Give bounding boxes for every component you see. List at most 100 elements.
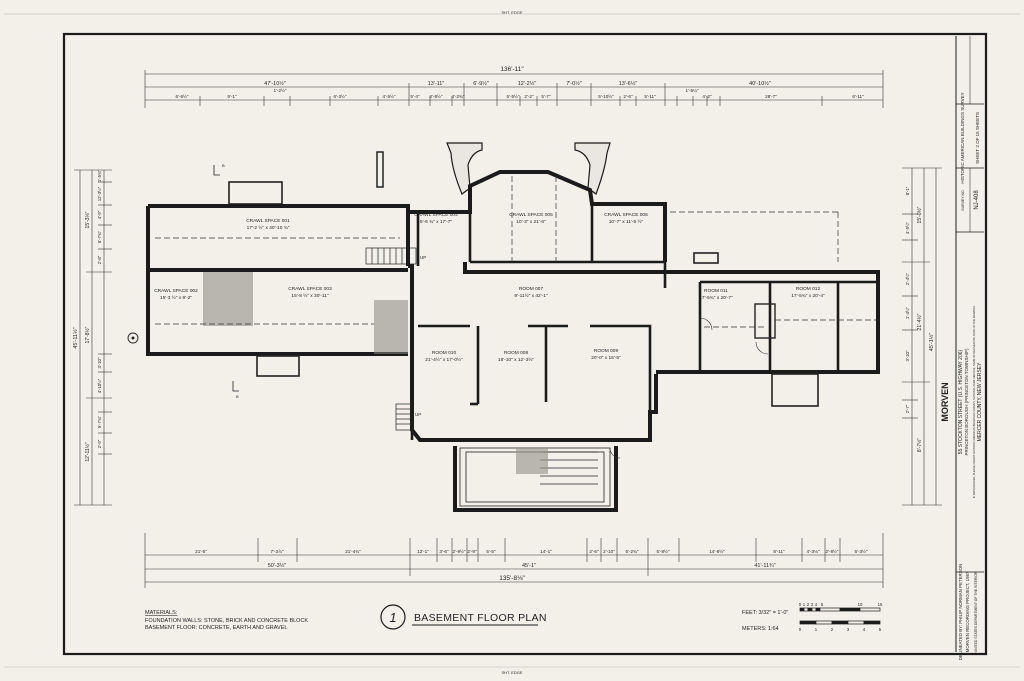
scale-meter-tick-1: 1 bbox=[815, 627, 818, 632]
dimension-lines-left bbox=[74, 169, 112, 506]
dim-top-row3-3: 6'-3½" bbox=[334, 93, 347, 99]
dim-top-row2: 47'-10½" 13'-11" 6'-9½" 12'-2½" 7'-0½" 1… bbox=[264, 80, 771, 87]
drawing-number-circle bbox=[380, 604, 406, 630]
dim-bottom-row2: 50'-3½" 45'-1" 41'-11¾" bbox=[268, 562, 776, 569]
crawl-space-002-fill bbox=[203, 272, 253, 326]
dim-left-inner-4: 2'-8" bbox=[97, 255, 102, 264]
title-block-agency: UNITED STATES DEPARTMENT OF THE INTERIOR bbox=[974, 571, 978, 652]
dim-top-row2-3: 12'-2½" bbox=[518, 80, 537, 87]
scale-meter-ticks: 0 1 2 3 4 5 bbox=[799, 627, 882, 632]
scale-feet-tick-0: 0 bbox=[799, 602, 802, 607]
dim-right-inner-1: 4'-5½" bbox=[905, 221, 910, 234]
title-block-program: HISTORIC AMERICAN BUILDINGS SURVEY bbox=[960, 92, 965, 183]
dim-top-row2-1: 13'-11" bbox=[428, 81, 445, 87]
room-label-size: 5'-6 ¾" x 17'-7" bbox=[420, 219, 452, 225]
dim-right-overall: 45'-1½" bbox=[928, 333, 935, 352]
dim-top-row3-7: 4'-2¾" bbox=[452, 94, 465, 99]
dim-right-row-0: 15'-0½" bbox=[916, 206, 923, 223]
scale-meter-tick-3: 3 bbox=[847, 627, 850, 632]
scale-feet-bar bbox=[799, 607, 881, 612]
dim-left-row-1: 17'-8½" bbox=[84, 326, 91, 343]
room-label-name: ROOM 009 bbox=[594, 348, 619, 354]
dim-left-inner-7: 5'-7¾" bbox=[97, 415, 102, 428]
dim-right-inner: 8'-1" 4'-5½" 2'-4½" 1'-4½" 3'-10" 2'-7" bbox=[905, 186, 910, 413]
dim-bottom-row1-14: 8'-11" bbox=[773, 549, 785, 554]
scale-meters-label: METERS: 1:64 bbox=[742, 626, 779, 632]
room-label-name: CRAWL SPACE 001 bbox=[246, 218, 290, 224]
dim-left-inner-5: 3'-10" bbox=[97, 357, 102, 368]
room-label-size: 17'-2 ½" x 40'-10 ¾" bbox=[247, 224, 290, 231]
title-block-location: PRINCETON BOROUGH (PRINCETON TOWNSHIP) bbox=[964, 348, 969, 455]
dim-left-inner-2: 4'-9" bbox=[97, 210, 102, 219]
dim-right-inner-5: 2'-7" bbox=[905, 404, 910, 413]
title-block-sheet: SHEET 2 OF 15 SHEETS bbox=[975, 112, 980, 164]
dim-right-row-1: 21'-4½" bbox=[916, 313, 923, 330]
dim-bottom-row1-12: 5'-8½" bbox=[657, 548, 670, 554]
room-label-name: CRAWL SPACE 005 bbox=[509, 212, 553, 218]
dim-bottom-row1-5: 2'-9½" bbox=[453, 548, 466, 554]
floor-plan: UP UP bbox=[127, 142, 880, 512]
room-label-name: CRAWL SPACE 004 bbox=[414, 212, 458, 218]
furnace-block bbox=[754, 303, 776, 339]
room-label-name: CRAWL SPACE 003 bbox=[288, 286, 332, 292]
dim-bottom-row1-9: 2'-6" bbox=[589, 549, 599, 554]
bulkhead-right-top bbox=[693, 252, 719, 264]
scale-feet-tick-3: 3 bbox=[811, 602, 814, 607]
dim-top-row3-16: 28'-7" bbox=[765, 94, 777, 99]
dim-top-row2-6: 40'-10½" bbox=[749, 80, 771, 87]
door-swings bbox=[609, 317, 769, 459]
room-label-size: 10'-7" x 11'-5 ½" bbox=[609, 218, 644, 225]
dim-top-row3-13: 5'-11" bbox=[644, 94, 656, 99]
scale-meters-bar bbox=[799, 620, 881, 625]
dimension-lines-top bbox=[144, 70, 884, 108]
dim-bottom-row1-7: 5'-5" bbox=[486, 549, 496, 554]
dim-left-overall: 45'-11½" bbox=[72, 327, 79, 348]
entry-marker-icon bbox=[127, 332, 139, 344]
dim-top-row3-2: 1'-2½" bbox=[274, 87, 287, 93]
dim-bottom-row1: 21'-5" 7'-3⅞" 21'-4¾" 12'-1" 3'-6" 2'-9½… bbox=[195, 548, 868, 554]
dim-top-row3-1: 9'-1" bbox=[227, 94, 237, 99]
scale-feet-tick-1: 1 bbox=[803, 602, 806, 607]
scale-feet-tick-4: 4 bbox=[815, 602, 818, 607]
dim-bottom-row1-17: 5'-3½" bbox=[855, 548, 868, 554]
dim-top-row3-8: 5'-5½" bbox=[507, 93, 520, 99]
scale-feet-label: FEET: 3/32" = 1'-0" bbox=[742, 610, 788, 616]
dim-top-row3: 6'-6½" 9'-1" 1'-2½" 6'-3½" 4'-5½" 5'-4" … bbox=[176, 87, 865, 99]
dim-top-row3-14: 1'-5¼" bbox=[686, 88, 699, 93]
scale-feet-tick-6: 10 bbox=[858, 602, 863, 607]
stair-up-label: UP bbox=[420, 255, 426, 260]
materials-heading: MATERIALS: bbox=[145, 610, 178, 616]
graphic-scale: FEET: 3/32" = 1'-0" 0 1 2 3 4 5 10 15 ME… bbox=[742, 602, 883, 632]
scale-meter-tick-2: 2 bbox=[831, 627, 834, 632]
room-label-size: 9'-11½" x 42'-1" bbox=[514, 292, 547, 299]
room-label-name: ROOM 008 bbox=[504, 350, 529, 356]
sheet-edge-label-bottom: SHT. EDGE bbox=[501, 670, 522, 675]
dim-right-inner-0: 8'-1" bbox=[905, 186, 910, 195]
section-mark-bottom: B bbox=[236, 394, 239, 399]
dim-bottom-row1-11: 5'-2¾" bbox=[626, 549, 639, 554]
dim-left-row: 15'-3⅛" 17'-8½" 12'-11½" bbox=[84, 211, 91, 461]
room-label-size: 10'-3" x 21'-6" bbox=[516, 219, 546, 225]
sheet-border bbox=[62, 32, 988, 656]
room-label-size: 17'-5¾" x 20'-7" bbox=[699, 295, 733, 301]
dim-right-inner-2: 2'-4½" bbox=[905, 272, 910, 285]
title-block-county: MERCER COUNTY, NEW JERSEY bbox=[977, 362, 983, 441]
title-block-project: MORVEN RECORDING PROJECT, 1987 bbox=[965, 571, 970, 652]
dim-top-row2-4: 7'-0½" bbox=[566, 80, 582, 87]
dim-top-row3-12: 2'-6" bbox=[623, 94, 633, 99]
dim-bottom-row1-10: 2'-10" bbox=[603, 549, 615, 554]
dim-bottom-row2-2: 41'-11¾" bbox=[754, 563, 775, 569]
dim-top-row3-10: 5'-7" bbox=[541, 94, 551, 99]
chimney bbox=[376, 151, 384, 188]
dim-bottom-row1-13: 14'-6½" bbox=[709, 548, 725, 554]
dim-left-row-2: 12'-11½" bbox=[84, 442, 91, 462]
room-label-size: 20'-0" x 16'-5" bbox=[591, 355, 621, 361]
materials-line-2: BASEMENT FLOOR: CONCRETE, EARTH AND GRAV… bbox=[145, 625, 287, 631]
dim-top-row3-15: 4'-2" bbox=[702, 94, 712, 99]
room-labels: CRAWL SPACE 001 17'-2 ½" x 40'-10 ¾" CRA… bbox=[154, 212, 825, 363]
room-label-name: ROOM 010 bbox=[432, 350, 457, 356]
room-label-size: 21'-4½" x 17'-0½" bbox=[425, 356, 463, 363]
dim-top-overall: 136'-11" bbox=[500, 66, 524, 73]
stair-lower-label: UP bbox=[415, 412, 421, 417]
drawing-title-text: BASEMENT FLOOR PLAN bbox=[414, 612, 547, 624]
